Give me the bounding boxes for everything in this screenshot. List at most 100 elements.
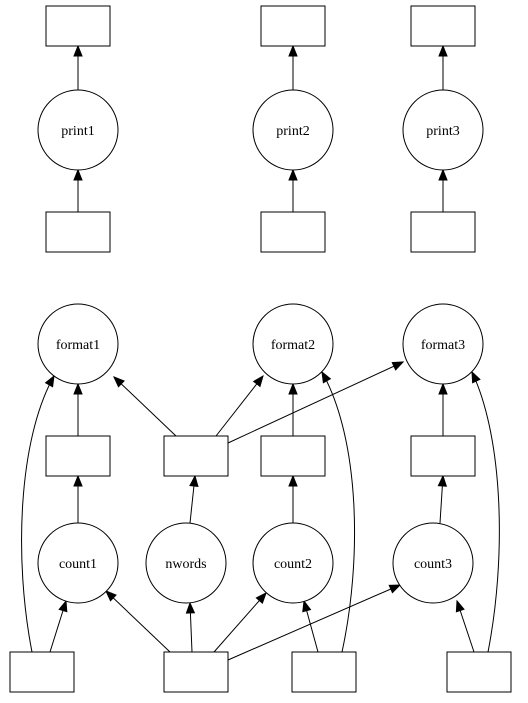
edge-curve [321,371,356,653]
arrowhead [321,370,332,384]
process-label: nwords [165,557,206,572]
edge-print1-to-out_print1 [73,44,83,90]
arrowhead [438,44,448,57]
arrowhead [302,599,312,613]
arrowhead [438,168,448,181]
data-node-in-file3 [446,651,512,693]
arrowhead [288,382,298,395]
arrowhead [455,599,465,613]
process-label: format1 [56,338,100,353]
data-node-out-count2 [260,435,326,477]
edge-line [113,376,177,437]
edge-out_nwords-to-format1 [113,376,177,437]
edge-out_count3-to-format3 [438,382,448,436]
arrowhead [438,382,448,395]
edge-print2-to-out_print2 [288,44,298,90]
data-node-out-nwords [163,435,229,477]
edge-line [105,590,171,653]
edge-layer [21,44,500,661]
process-node-format1: format1 [37,303,119,385]
process-node-count3: count3 [392,522,474,604]
process-circle [37,89,119,171]
process-circle [402,303,484,385]
arrowhead [44,374,55,388]
data-node-in-file1 [9,651,75,693]
process-node-format2: format2 [252,303,334,385]
process-node-print1: print1 [37,89,119,171]
edge-in_shared-to-nwords [185,601,196,653]
process-label: format3 [421,338,465,353]
edge-curve [471,371,500,653]
edge-out_nwords-to-format3 [227,361,405,444]
edge-out_format3-to-print3 [438,168,448,212]
arrowhead [388,584,402,594]
process-circle [392,522,474,604]
edge-out_count1-to-format1 [73,382,83,436]
arrowhead [437,474,448,487]
process-label: format2 [271,338,315,353]
arrowhead [185,601,196,614]
arrowhead [288,474,298,487]
edge-in_file2-to-format2 [321,370,356,653]
edge-line [213,592,267,653]
arrowhead [113,376,125,388]
edge-curve [21,375,55,653]
edge-count1-to-out_count1 [73,474,83,523]
data-node-out-format3 [410,211,476,253]
arrowhead [189,474,199,487]
process-node-nwords: nwords [145,522,227,604]
process-node-print2: print2 [252,89,334,171]
edge-in_shared-to-count2 [213,591,267,653]
arrowhead [288,168,298,181]
process-label: print3 [426,124,459,139]
data-node-in-shared [163,651,229,693]
data-node-out-count1 [45,435,111,477]
arrowhead [73,168,83,181]
edge-in_file3-to-count3 [455,599,475,653]
data-node-out-count3 [410,435,476,477]
edge-nwords-to-out_nwords [189,474,199,524]
edge-out_nwords-to-format2 [215,374,264,437]
process-node-count1: count1 [37,522,119,604]
data-node-in-file2 [291,651,357,693]
process-node-format3: format3 [402,303,484,385]
edge-line [215,375,264,437]
edge-count2-to-out_count2 [288,474,298,523]
process-circle [37,303,119,385]
data-node-out-format2 [260,211,326,253]
edge-print3-to-out_print3 [438,44,448,90]
edge-line [227,361,404,444]
edge-out_count2-to-format2 [288,382,298,436]
data-node-out-print3 [410,5,476,47]
edge-out_format1-to-print1 [73,168,83,212]
process-label: count3 [414,557,452,572]
arrowhead [73,474,83,487]
arrowhead [73,382,83,395]
edge-out_format2-to-print2 [288,168,298,212]
data-node-out-format1 [45,211,111,253]
edge-in_shared-to-count1 [105,590,171,653]
arrowhead [471,370,481,384]
edge-in_file3-to-format3 [471,370,500,653]
process-circle [402,89,484,171]
arrowhead [391,361,405,371]
arrowhead [73,44,83,57]
process-circle [252,522,334,604]
edge-in_file2-to-count2 [302,599,319,653]
process-circle [145,522,227,604]
arrowhead [255,591,267,605]
process-label: print1 [61,124,94,139]
process-node-print3: print3 [402,89,484,171]
node-layer: print1 print2 print3 format1 format2 format3 c… [9,5,512,693]
process-circle [252,89,334,171]
data-node-out-print1 [45,5,111,47]
process-label: count2 [274,557,312,572]
arrowhead [105,590,117,602]
edge-in_file1-to-format1 [21,374,55,653]
arrowhead [58,599,68,613]
process-label: print2 [276,124,309,139]
edge-count3-to-out_count3 [437,474,448,524]
process-circle [37,522,119,604]
